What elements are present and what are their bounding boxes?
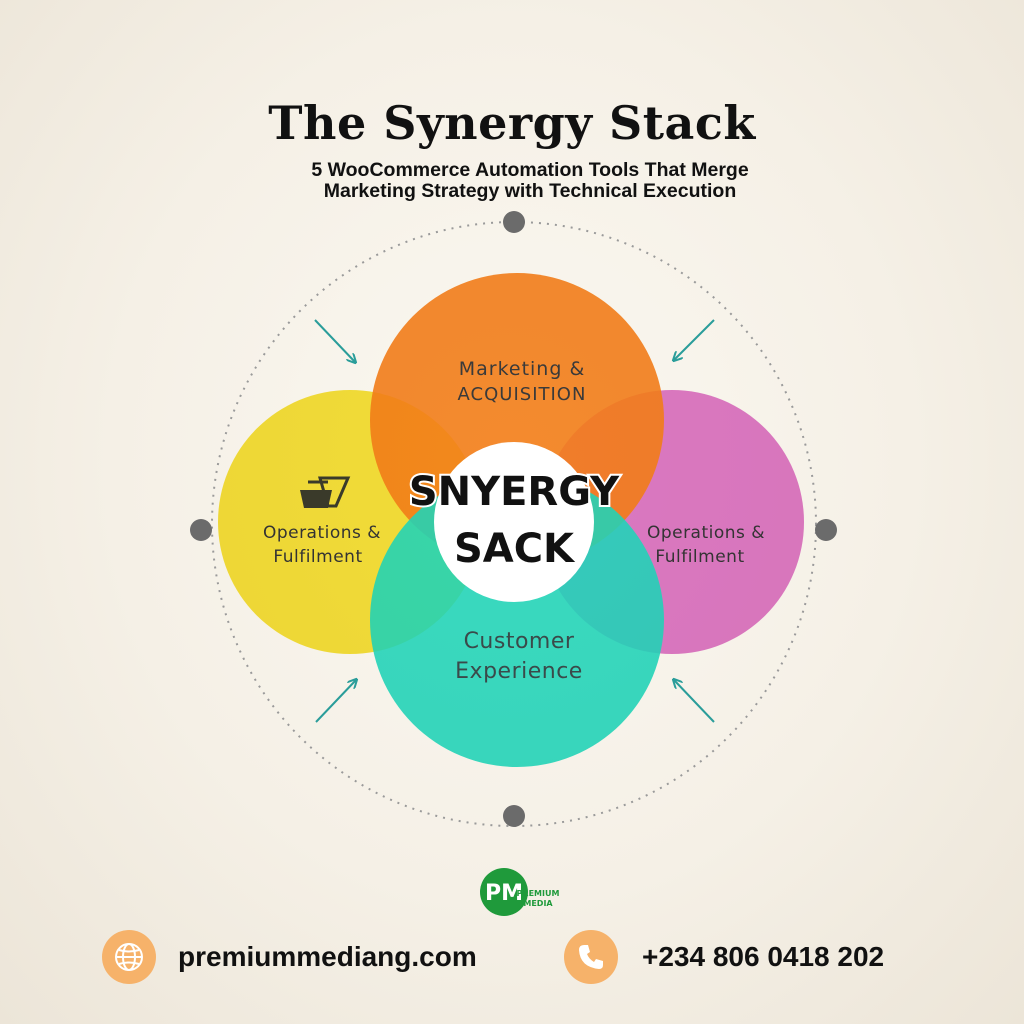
page-subtitle: 5 WooCommerce Automation Tools That Merg… [250,160,810,202]
logo-word-2: MEDIA [523,899,553,908]
center-circle [434,442,594,602]
phone-icon [564,930,618,984]
operations-left-label-line-2: Fulfilment [273,547,362,567]
operations-left-label-line-1: Operations & [263,523,381,543]
logo-letters: PM [485,881,523,906]
orbit-ring [211,221,817,827]
phone-text[interactable]: +234 806 0418 202 [642,941,885,972]
arrow-top-left [314,319,355,362]
center-label-line-2: SACK [454,526,576,572]
subtitle-line-2: Marketing Strategy with Technical Execut… [323,180,737,202]
arrow-bottom-right [674,680,715,723]
operations-right-label-line-2: Fulfilment [655,547,744,567]
website-contact[interactable]: premiummediang.com [102,930,477,984]
website-text[interactable]: premiummediang.com [178,941,477,972]
globe-icon [102,930,156,984]
page-title: The Synergy Stack [268,96,756,150]
arrow-top-right [674,319,715,360]
subtitle-line-1: 5 WooCommerce Automation Tools That Merg… [311,159,749,181]
orbit-dot-top [503,211,525,233]
center-label-line-1: SNYERGY [409,469,620,515]
marketing-label-line-1: Marketing & [459,358,586,380]
logo-word-1: PREMIUM [517,889,560,898]
orbit-dot-right [815,519,837,541]
customer-label-line-1: Customer [464,629,575,654]
customer-label-line-2: Experience [455,659,583,684]
orbit-dot-left [190,519,212,541]
premium-media-logo: PM PREMIUM MEDIA [480,868,560,916]
truck-icon [300,476,351,508]
arrow-bottom-left [315,680,356,723]
operations-right-label-line-1: Operations & [647,523,765,543]
orbit-dot-bottom [503,805,525,827]
phone-contact[interactable]: +234 806 0418 202 [564,930,884,984]
marketing-label-line-2: ACQUISITION [458,384,587,405]
